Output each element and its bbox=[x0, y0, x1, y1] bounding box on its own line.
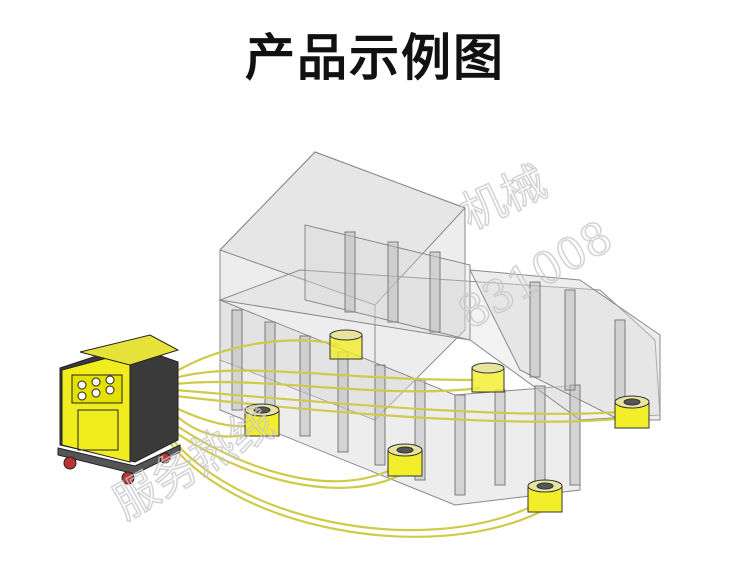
jack bbox=[527, 479, 563, 513]
jack bbox=[471, 362, 505, 393]
hoses bbox=[164, 339, 626, 538]
svg-text:机械: 机械 bbox=[453, 157, 554, 240]
page-title: 产品示例图 bbox=[245, 29, 505, 87]
jack bbox=[329, 329, 363, 360]
jack bbox=[244, 403, 280, 437]
hydraulic-pump-station bbox=[57, 334, 181, 485]
jack bbox=[387, 443, 423, 477]
hydraulic-jacks bbox=[244, 329, 650, 513]
jack bbox=[614, 395, 650, 429]
